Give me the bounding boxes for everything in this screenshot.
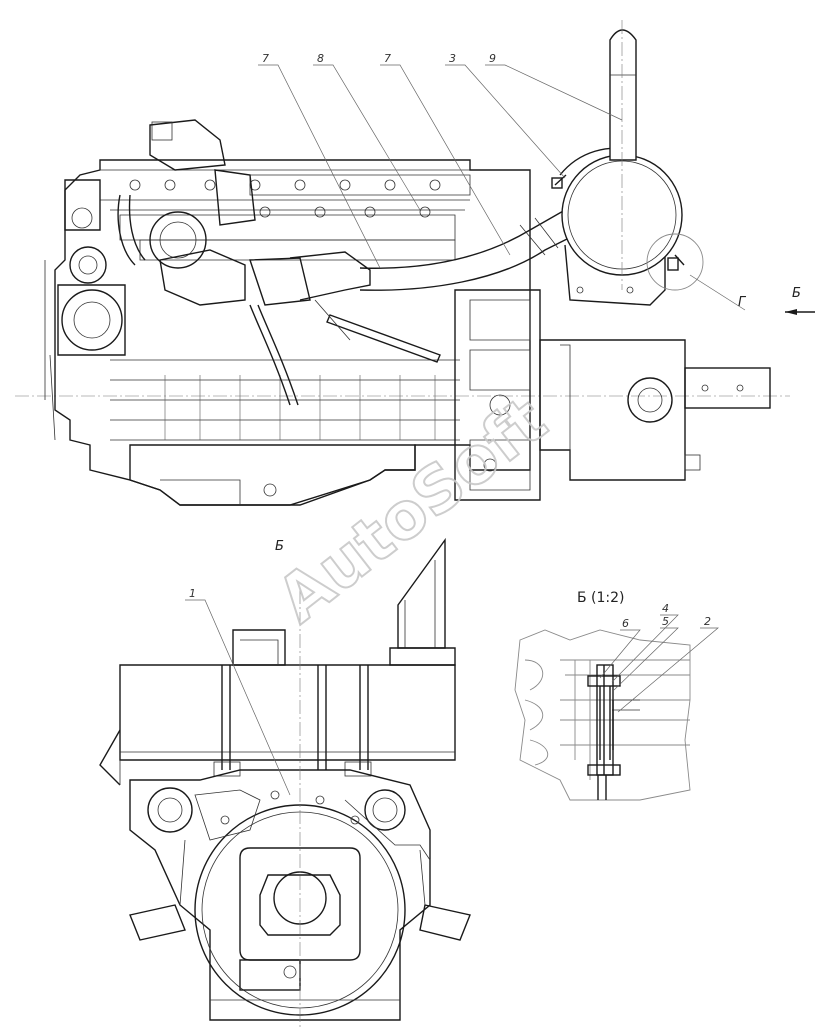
callout-1: 1	[189, 587, 196, 600]
callout-9: 9	[489, 52, 496, 65]
callout-2: 2	[704, 615, 711, 628]
callout-3: 3	[449, 52, 456, 65]
view-b-label: Б	[275, 539, 284, 554]
view-label-g: Г	[738, 295, 747, 310]
engine-side-view	[15, 20, 790, 506]
watermark: AutoSoft	[264, 383, 560, 637]
callout-5: 5	[662, 615, 669, 628]
view-arrow-label-b: Б	[792, 286, 801, 301]
callout-7a: 7	[262, 52, 269, 65]
engine-front-view: Б	[99, 537, 471, 1030]
callout-7b: 7	[384, 52, 391, 65]
callout-4: 4	[662, 602, 669, 615]
detail-title: Б (1:2)	[577, 590, 625, 606]
callouts-top: 7 8 7 3 9 Г Б	[258, 52, 815, 315]
callout-6: 6	[622, 617, 629, 630]
callout-8: 8	[317, 52, 324, 65]
detail-b-view: Б (1:2) 6 4 5 2	[514, 590, 719, 801]
